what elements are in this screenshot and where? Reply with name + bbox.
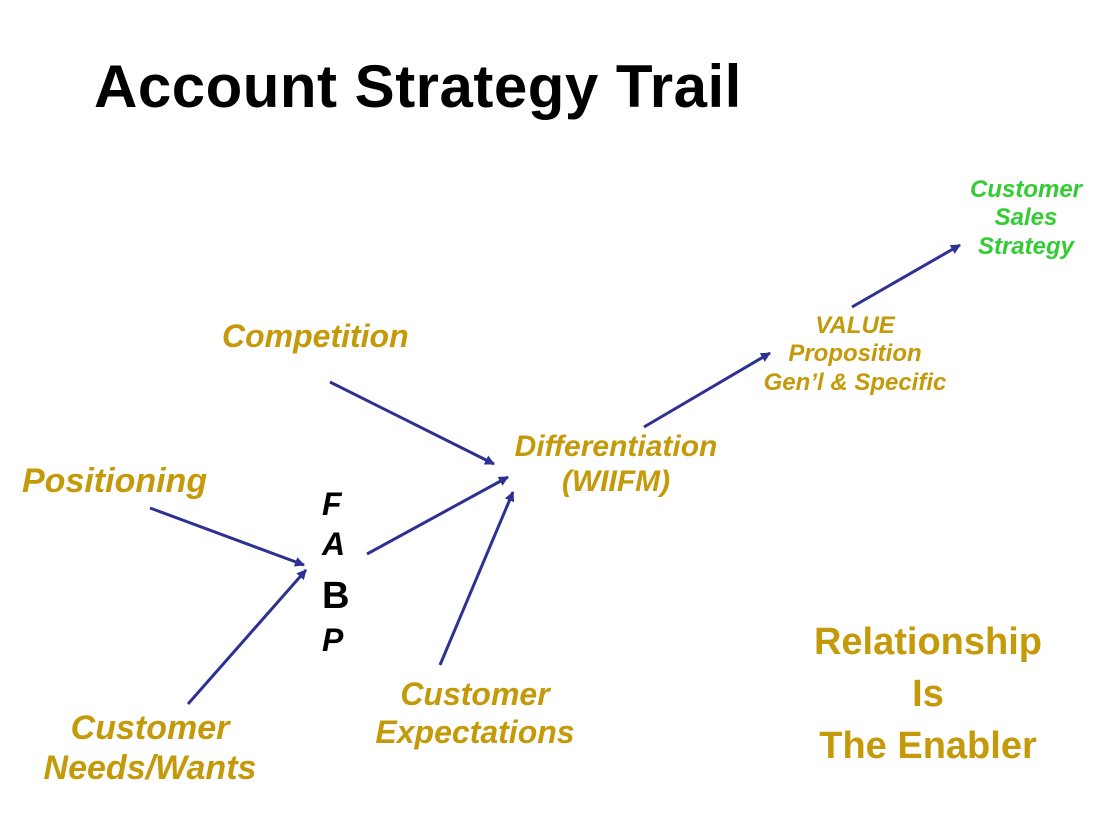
arrow-differentiation-to-value [643, 351, 771, 429]
arrow-value-to-strategy [851, 243, 961, 309]
fabp-letter-f: F [322, 486, 342, 522]
value-proposition-line-3: Gen’l & Specific [763, 368, 947, 396]
fabp-letter-a: A [322, 526, 346, 562]
fabp-letter-b: B [322, 575, 350, 617]
node-fabp: F A B P [322, 486, 362, 658]
customer-expectations-line-1: Customer [400, 676, 550, 712]
arrow-expectations-to-differentiation [438, 491, 515, 666]
sales-strategy-line-3: Strategy [977, 232, 1075, 260]
arrow-needs-to-fabp [186, 569, 308, 705]
arrow-fabp-to-differentiation [366, 475, 509, 556]
node-differentiation: Differentiation (WIIFM) [497, 429, 735, 500]
differentiation-line-1: Differentiation [514, 430, 718, 463]
customer-needs-line-2: Needs/Wants [43, 749, 257, 788]
customer-expectations-line-2: Expectations [375, 713, 575, 750]
arrow-competition-to-differentiation [329, 380, 495, 466]
competition-label: Competition [222, 318, 409, 354]
customer-needs-line-1: Customer [70, 709, 230, 747]
node-customer-expectations: Customer Expectations [355, 676, 595, 752]
enabler-line-2: Is [912, 673, 944, 715]
node-customer-needs: Customer Needs/Wants [20, 708, 280, 788]
positioning-label: Positioning [22, 462, 208, 500]
sales-strategy-line-2: Sales [994, 204, 1058, 232]
enabler-line-1: Relationship [813, 621, 1043, 663]
relationship-enabler-caption: Relationship Is The Enabler [790, 616, 1066, 772]
differentiation-line-2: (WIIFM) [561, 465, 671, 499]
arrow-positioning-to-fabp [149, 506, 305, 567]
value-proposition-line-2: Proposition [788, 340, 922, 368]
value-proposition-line-1: VALUE [815, 312, 895, 339]
node-positioning: Positioning [22, 461, 207, 501]
sales-strategy-line-1: Customer [969, 176, 1083, 203]
node-value-proposition: VALUE Proposition Gen’l & Specific [746, 312, 964, 397]
enabler-line-3: The Enabler [819, 725, 1037, 767]
node-competition: Competition [222, 318, 409, 356]
page-title: Account Strategy Trail [94, 53, 742, 120]
fabp-letter-p: P [322, 622, 344, 658]
node-customer-sales-strategy: Customer Sales Strategy [958, 176, 1094, 261]
